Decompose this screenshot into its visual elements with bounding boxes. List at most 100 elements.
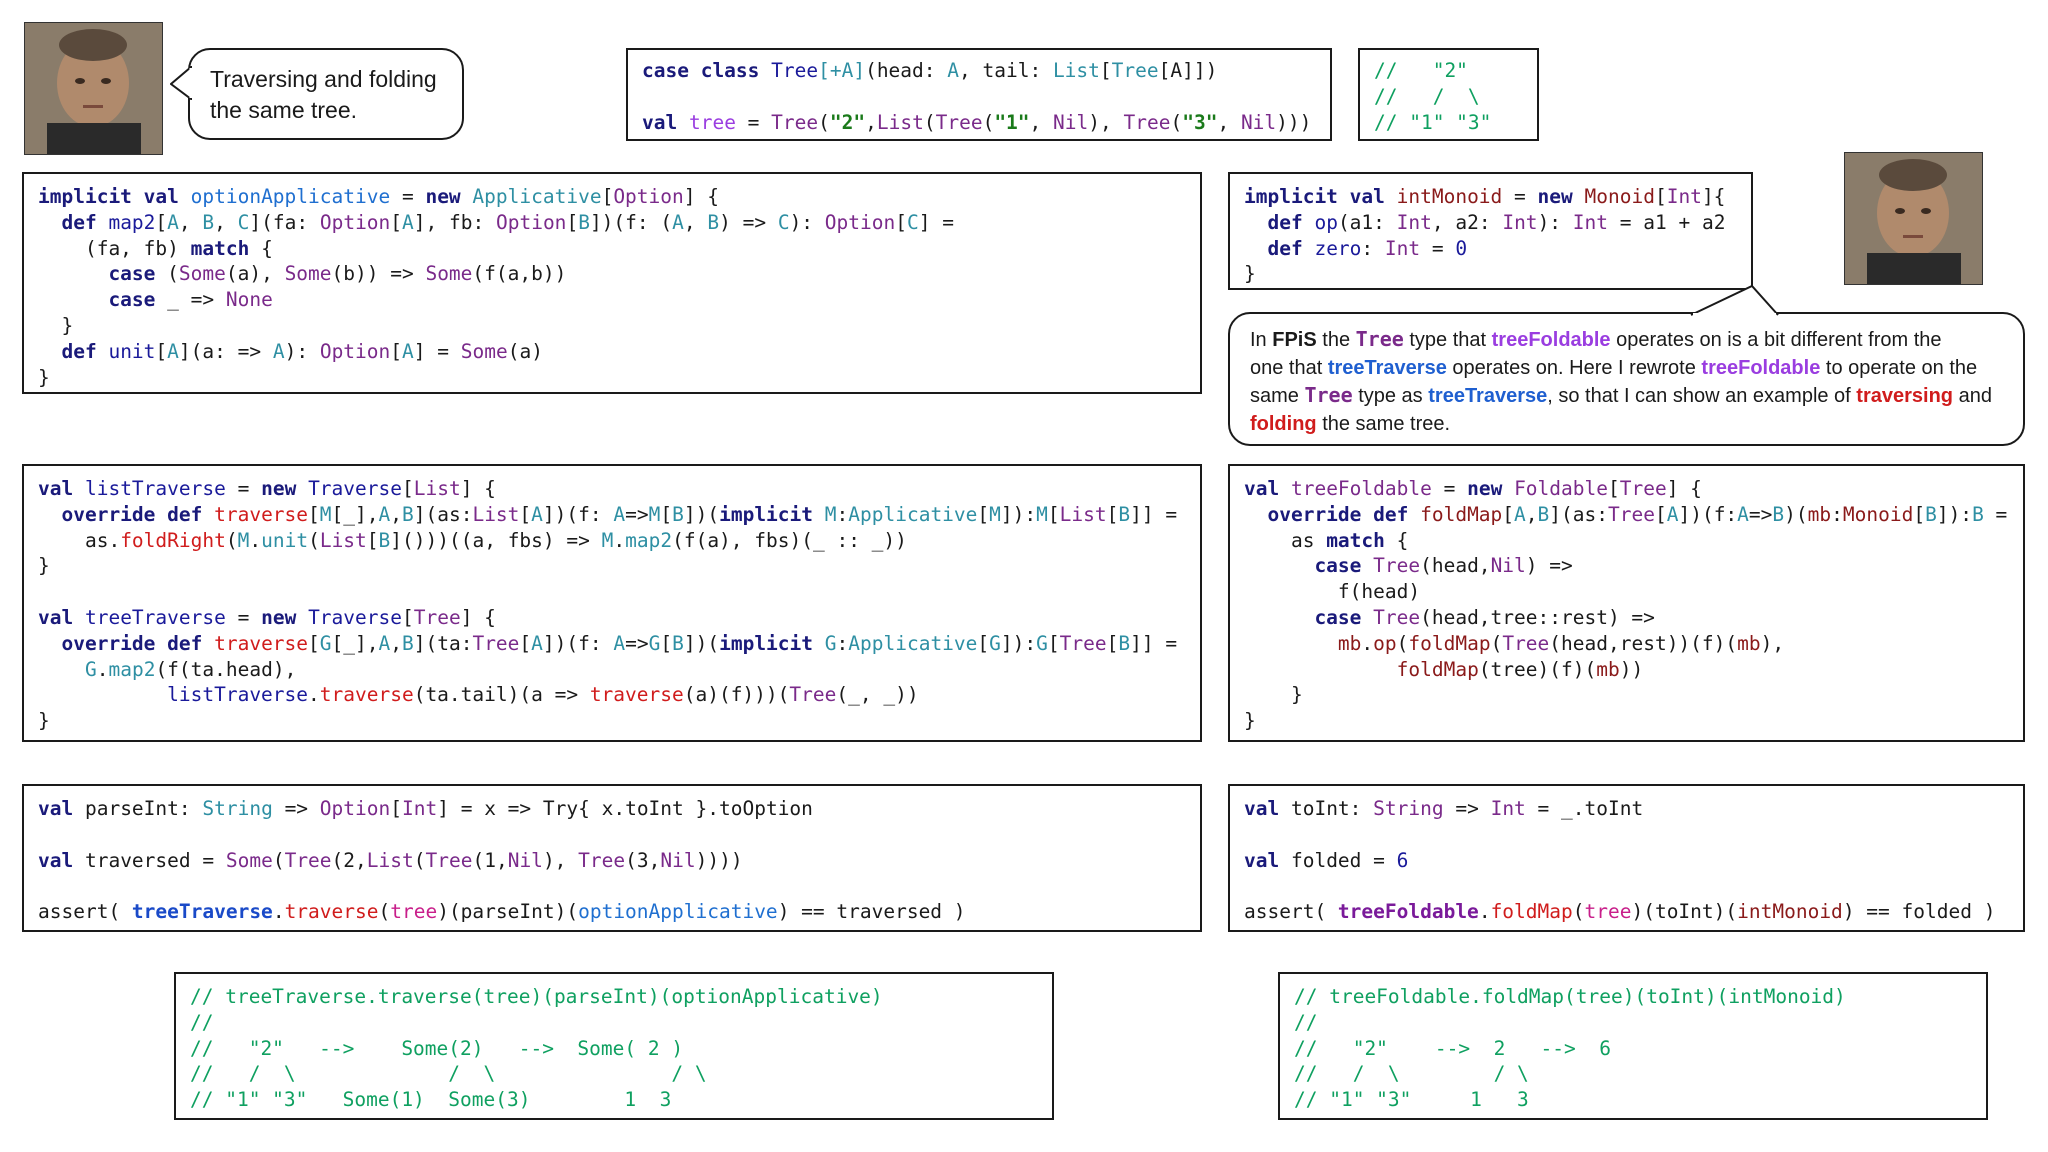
code-token: B (1118, 631, 1131, 655)
code-line: G.map2(f(ta.head), (38, 657, 1186, 683)
code-token: List (1052, 59, 1100, 82)
code-token: ](ta: (413, 631, 473, 655)
code-token: = (1983, 502, 2008, 526)
code-token: [ (390, 339, 403, 363)
text-run: operates on. Here I rewrote (1446, 356, 1702, 379)
code-token: ( (1396, 631, 1409, 655)
code-token: [ (1654, 502, 1667, 526)
code-line: } (38, 553, 1186, 579)
code-token: ]{ (1701, 185, 1726, 208)
code-token: "1" (994, 110, 1030, 134)
code-token: Tree (1373, 605, 1421, 629)
code-token: ( (308, 528, 320, 552)
code-token: implicit (719, 502, 825, 526)
code-token: Applicative (472, 185, 602, 208)
code-token: , (1029, 110, 1054, 134)
code-token: [ (977, 502, 990, 526)
code-token: // "2" --> 2 --> 6 (1294, 1036, 1611, 1060)
code-line: val listTraverse = new Traverse[List] { (38, 476, 1186, 502)
code-token: [ (390, 797, 402, 820)
code-token: Nil (1490, 554, 1526, 578)
code-token: Tree (425, 848, 473, 872)
code-token: ])(f: (542, 631, 614, 655)
code-token: = (225, 477, 262, 500)
code-token: A (531, 631, 543, 655)
tree-foldable-box: val treeFoldable = new Foldable[Tree] { … (1228, 464, 2025, 742)
code-token: ( (923, 110, 936, 134)
code-token: , (390, 631, 402, 655)
code-line: // / \ (1374, 84, 1523, 110)
code-token: map2 (625, 528, 673, 552)
code-token: (2, (331, 848, 367, 872)
code-token: Nil (1053, 110, 1089, 134)
code-token: traverse (319, 683, 414, 707)
code-token: A (672, 210, 684, 234)
code-token: op (1373, 631, 1397, 655)
code-token: )( (1784, 502, 1808, 526)
speech-bubble-text: Traversing and folding the same tree. (210, 66, 437, 123)
code-token: Tree (1111, 59, 1159, 82)
code-token: "3" (1182, 110, 1218, 134)
code-token: new (261, 605, 309, 629)
code-token: [ (1047, 631, 1060, 655)
code-token: Tree (1123, 110, 1171, 134)
code-token: (1, (472, 848, 508, 872)
speech-bubble-traversing: Traversing and folding the same tree. (188, 48, 464, 140)
tree-foldable-label: treeFoldable (1701, 356, 1821, 379)
code-token: ]): (1936, 502, 1973, 526)
code-token: Nil (1240, 110, 1277, 134)
code-token: )(toInt)( (1631, 900, 1738, 924)
code-token: G (989, 631, 1001, 655)
code-token: traverse (214, 631, 309, 655)
code-token: [+A] (818, 59, 866, 82)
code-token: (a), (225, 262, 285, 286)
text-run: type that (1403, 329, 1492, 351)
code-token: traverse (214, 502, 309, 526)
code-token: [ (390, 210, 403, 234)
code-line: foldMap(tree)(f)(mb)) (1244, 657, 2009, 683)
code-token: String (1373, 797, 1444, 820)
code-line: val parseInt: String => Option[Int] = x … (38, 796, 1186, 822)
code-token: Option (319, 339, 391, 363)
code-token: [ (1106, 631, 1119, 655)
code-token: // treeFoldable.foldMap(tree)(toInt)(int… (1294, 985, 1846, 1008)
code-token: A (378, 502, 391, 526)
code-token: A (613, 631, 626, 655)
code-token: Some (225, 848, 273, 872)
code-token: A (167, 210, 179, 234)
code-line (38, 579, 1186, 605)
code-token: [ (660, 631, 673, 655)
code-token: ])(f: (1678, 502, 1738, 526)
speech-bubble-explanation: In FPiS the Tree type that treeFoldable … (1228, 312, 2025, 446)
code-token: } (38, 554, 50, 578)
code-line (38, 873, 1186, 899)
code-token: // / \ / \ (1294, 1062, 1529, 1086)
code-token: foldMap (1396, 657, 1479, 681)
code-token: Int (1502, 210, 1538, 234)
code-token: map2 (108, 657, 156, 681)
code-token: G (84, 657, 97, 681)
code-token: : (1831, 502, 1843, 526)
code-line (1244, 873, 2009, 899)
code-token: new (261, 477, 309, 500)
code-token: as. (38, 528, 121, 552)
code-line: def zero: Int = 0 (1244, 236, 1737, 262)
code-token: , (1525, 502, 1538, 526)
presenter-avatar (1844, 152, 1983, 285)
tree-comment-code: // "2"// / \// "1" "3" (1360, 50, 1537, 145)
code-token: unit (108, 339, 156, 363)
explanation-text: In FPiS the Tree type that treeFoldable … (1250, 326, 2015, 438)
code-line (38, 822, 1186, 848)
code-token: case (38, 288, 168, 312)
code-token: ( (167, 262, 179, 286)
code-token: Tree (1502, 631, 1550, 655)
code-token: // "1" "3" 1 3 (1294, 1088, 1529, 1112)
code-line: } (1244, 261, 1737, 287)
code-token: A (402, 339, 414, 363)
code-token: listTraverse (84, 477, 226, 500)
tree-traverse-label: treeTraverse (1428, 385, 1548, 407)
code-token: (3, (625, 848, 661, 872)
code-line: val treeFoldable = new Foldable[Tree] { (1244, 476, 2009, 502)
code-token: } (1244, 262, 1256, 286)
code-token: Traverse (308, 477, 402, 500)
